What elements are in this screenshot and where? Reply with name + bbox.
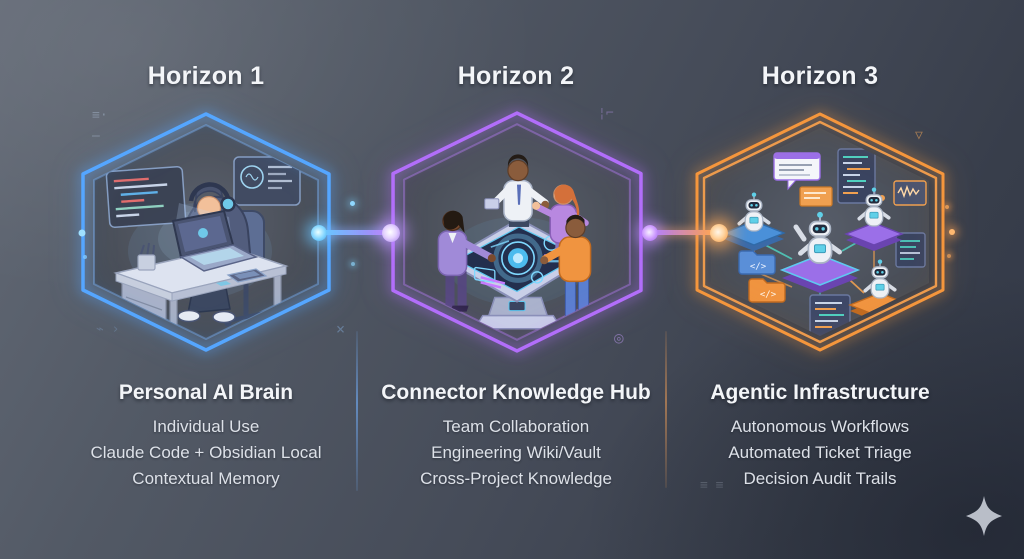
waveform-panel bbox=[893, 180, 927, 206]
detail-line: Individual Use bbox=[152, 417, 260, 436]
detail-line: Team Collaboration bbox=[442, 417, 590, 436]
code-panel-bottom bbox=[809, 294, 851, 336]
connector-h2-h3 bbox=[650, 230, 719, 235]
hex3-inner-border bbox=[702, 120, 938, 344]
horizon-1-subtitle: Personal AI Brain bbox=[118, 381, 294, 404]
detail-line: Decision Audit Trails bbox=[743, 469, 897, 488]
connector-knowledge-hub-illustration bbox=[391, 111, 643, 353]
horizon-1-title: Horizon 1 bbox=[147, 62, 265, 90]
floating-code-screen bbox=[105, 166, 187, 228]
robot-center bbox=[779, 212, 861, 293]
code-folder-orange: </> bbox=[748, 278, 786, 303]
hex1-border bbox=[81, 112, 331, 352]
robot-arm-raised bbox=[793, 224, 807, 242]
clipboard bbox=[484, 198, 500, 210]
laptop bbox=[171, 203, 259, 272]
tablet-on-desk bbox=[216, 268, 268, 286]
hex1-left-small-dot bbox=[83, 255, 87, 259]
connector-node-h2-right bbox=[642, 225, 658, 241]
horizon-2-hexagon bbox=[388, 108, 646, 356]
laptop-logo bbox=[198, 228, 208, 238]
horizon-2-subtitle: Connector Knowledge Hub bbox=[381, 381, 651, 404]
headphone-cup bbox=[220, 196, 236, 212]
agentic-infrastructure-illustration: </> </> bbox=[695, 112, 945, 352]
horizon-3-details: Autonomous Workflows Automated Ticket Tr… bbox=[660, 414, 980, 492]
tie bbox=[517, 184, 522, 205]
detail-line: Automated Ticket Triage bbox=[728, 443, 912, 462]
mouse bbox=[216, 281, 231, 286]
deco-dot-orange-2 bbox=[949, 229, 955, 235]
hex2-scene bbox=[436, 154, 593, 330]
connector-h1-h2 bbox=[319, 230, 391, 235]
orange-hair bbox=[554, 184, 580, 221]
robot-left bbox=[722, 190, 786, 251]
text-separator-blue bbox=[356, 331, 358, 491]
hex1-scene bbox=[105, 156, 301, 339]
headphones-band bbox=[188, 182, 231, 202]
detail-line: Cross-Project Knowledge bbox=[420, 469, 612, 488]
person-top-man bbox=[484, 154, 550, 227]
connector-node-h1-right bbox=[311, 225, 327, 241]
pencil-cup bbox=[137, 242, 156, 271]
data-panel-right bbox=[895, 232, 926, 268]
detail-line: Autonomous Workflows bbox=[730, 417, 910, 436]
orange-note-panel bbox=[799, 186, 833, 207]
detail-line: Contextual Memory bbox=[132, 469, 280, 488]
code-panel-top bbox=[837, 148, 876, 204]
personal-ai-brain-illustration bbox=[78, 112, 331, 352]
horizon-2-details: Team Collaboration Engineering Wiki/Vaul… bbox=[356, 414, 676, 492]
holo-widget-panel bbox=[474, 266, 496, 283]
horizon-3-subtitle: Agentic Infrastructure bbox=[710, 381, 930, 404]
sparkle-icon bbox=[966, 496, 1002, 536]
svg-text:</>: </> bbox=[760, 290, 777, 300]
robot-top-right bbox=[844, 185, 904, 251]
head bbox=[507, 159, 529, 182]
horizon-1-details: Individual Use Claude Code + Obsidian Lo… bbox=[46, 414, 366, 492]
connector-node-h2-left bbox=[382, 224, 400, 242]
hex3-border bbox=[695, 112, 945, 352]
detail-line: Engineering Wiki/Vault bbox=[431, 443, 601, 462]
text-separator-orange bbox=[665, 331, 667, 488]
deco-dot-cyan bbox=[350, 201, 355, 206]
deco-x-mark: × bbox=[336, 320, 346, 338]
hex2-border bbox=[391, 111, 643, 353]
horizon-2-title: Horizon 2 bbox=[457, 62, 575, 90]
connector-node-h3-left bbox=[710, 224, 728, 242]
horizon-1-hexagon bbox=[78, 111, 334, 353]
horizon-3-title: Horizon 3 bbox=[761, 62, 879, 90]
deco-dot-cyan-2 bbox=[351, 262, 355, 266]
svg-text:</>: </> bbox=[750, 262, 767, 272]
chat-panel bbox=[773, 152, 821, 191]
detail-line: Claude Code + Obsidian Local bbox=[90, 443, 322, 462]
horizon-3-hexagon: </> </> bbox=[692, 111, 948, 353]
hex1-left-node-dot bbox=[78, 229, 86, 237]
code-folder-blue: </> bbox=[738, 250, 776, 275]
floating-brain-screen bbox=[233, 156, 301, 206]
